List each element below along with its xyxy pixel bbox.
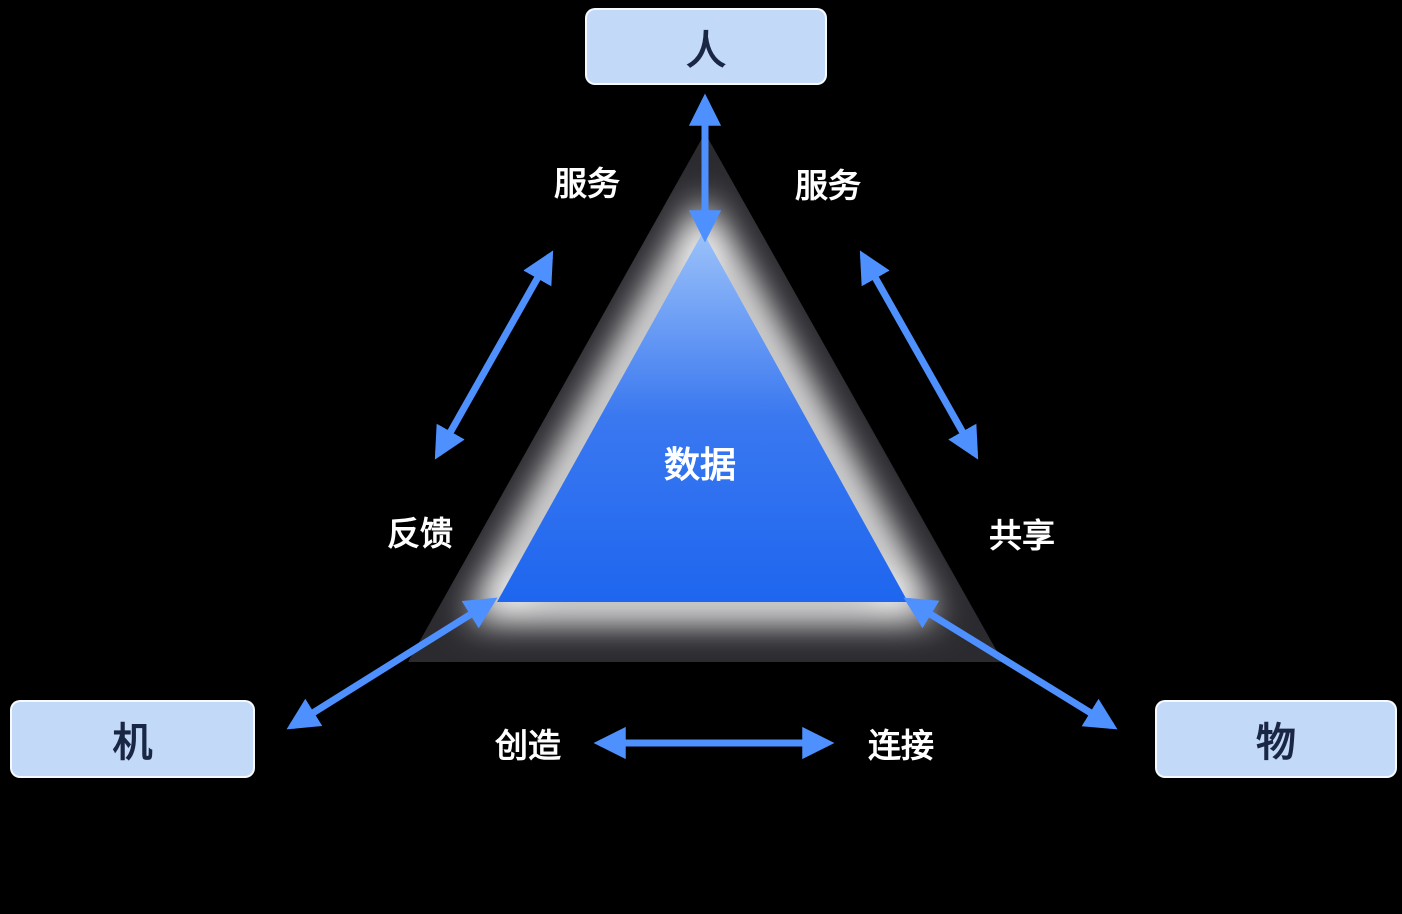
edge-label-connect: 连接	[868, 726, 934, 765]
edge-label-service-left: 服务	[554, 164, 620, 203]
node-person: 人	[585, 8, 827, 85]
arrow-upper-right	[859, 250, 979, 460]
arrow-lower-right	[903, 597, 1118, 730]
arrow-lower-left	[286, 597, 498, 730]
node-thing: 物	[1155, 700, 1397, 778]
center-data-label: 数据	[663, 445, 737, 486]
node-person-label: 人	[686, 27, 726, 74]
inner-data-triangle	[497, 232, 908, 602]
node-machine: 机	[10, 700, 255, 778]
edge-label-share: 共享	[989, 516, 1055, 555]
node-machine-label: 机	[112, 720, 153, 766]
arrows-group	[286, 93, 1118, 760]
edge-label-feedback: 反馈	[387, 514, 453, 553]
edge-label-service-right: 服务	[795, 166, 861, 205]
edge-label-create: 创造	[495, 726, 561, 765]
node-thing-label: 物	[1256, 720, 1296, 766]
arrow-upper-left	[434, 250, 554, 460]
